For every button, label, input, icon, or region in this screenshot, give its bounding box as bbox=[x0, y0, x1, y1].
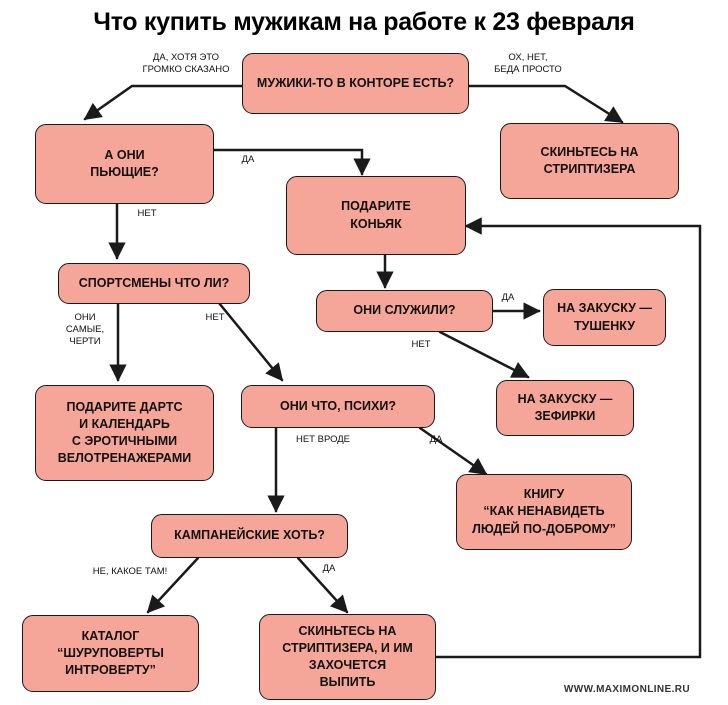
label-psycho-no: НЕТ ВРОДЕ bbox=[295, 434, 351, 445]
label-served-yes: ДА bbox=[501, 292, 515, 303]
arrow-men-to-drink bbox=[83, 84, 244, 121]
node-are-they-sociable: КАМПАНЕЙСКИЕ ХОТЬ? bbox=[151, 514, 348, 558]
label-psycho-yes: ДА bbox=[429, 434, 443, 445]
site-footer: WWW.MAXIMONLINE.RU bbox=[563, 684, 690, 695]
node-catalog: КАТАЛОГ “ШУРУПОВЕРТЫ ИНТРОВЕРТУ” bbox=[22, 615, 199, 692]
arrow-stripper2-to-cognac bbox=[434, 217, 702, 659]
arrow-served-to-marshmallow bbox=[438, 330, 530, 379]
page-title: Что купить мужикам на работе к 23 феврал… bbox=[93, 8, 635, 36]
node-stripper-and-drink: СКИНЬТЕСЬ НА СТРИПТИЗЕРА, И ИМ ЗАХОЧЕТСЯ… bbox=[259, 614, 436, 700]
label-company-yes: ДА bbox=[322, 563, 336, 574]
node-stripper-collection: СКИНЬТЕСЬ НА СТРИПТИЗЕРА bbox=[500, 123, 679, 199]
node-snack-marshmallow: НА ЗАКУСКУ — ЗЕФИРКИ bbox=[496, 380, 634, 436]
arrow-men-to-stripper bbox=[467, 84, 624, 124]
label-sports-no: НЕТ bbox=[205, 312, 225, 323]
arrow-drink-to-cognac bbox=[212, 148, 371, 176]
label-served-no: НЕТ bbox=[411, 339, 431, 350]
label-men-no: ОХ, НЕТ, БЕДА ПРОСТО bbox=[494, 52, 562, 75]
node-snack-stew: НА ЗАКУСКУ — ТУШЕНКУ bbox=[543, 289, 666, 346]
label-drink-yes: ДА bbox=[241, 154, 255, 165]
arrow-sports-to-psycho bbox=[217, 301, 284, 382]
label-men-yes: ДА, ХОТЯ ЭТО ГРОМКО СКАЗАНО bbox=[142, 52, 230, 75]
arrow-psycho-to-book bbox=[418, 426, 488, 476]
arrow-company-to-stripper2 bbox=[296, 556, 349, 614]
node-darts-calendar: ПОДАРИТЕ ДАРТС И КАЛЕНДАРЬ С ЭРОТИЧНЫМИ … bbox=[35, 385, 214, 481]
node-give-cognac: ПОДАРИТЕ КОНЬЯК bbox=[286, 176, 466, 255]
arrow-company-to-catalog bbox=[146, 556, 200, 614]
node-book: КНИГУ “КАК НЕНАВИДЕТЬ ЛЮДЕЙ ПО-ДОБРОМУ” bbox=[456, 474, 632, 550]
label-sports-yes: ОНИ САМЫЕ, ЧЕРТИ bbox=[65, 312, 105, 347]
node-are-they-drinking: А ОНИ ПЬЮЩИЕ? bbox=[35, 124, 214, 204]
label-drink-no: НЕТ bbox=[137, 208, 157, 219]
node-did-they-serve: ОНИ СЛУЖИЛИ? bbox=[316, 290, 493, 332]
label-company-no: НЕ, КАКОЕ ТАМ! bbox=[92, 566, 168, 577]
node-are-they-psychos: ОНИ ЧТО, ПСИХИ? bbox=[241, 385, 435, 428]
node-men-in-office: МУЖИКИ-ТО В КОНТОРЕ ЕСТЬ? bbox=[242, 53, 469, 114]
node-are-they-athletes: СПОРТСМЕНЫ ЧТО ЛИ? bbox=[58, 263, 250, 304]
